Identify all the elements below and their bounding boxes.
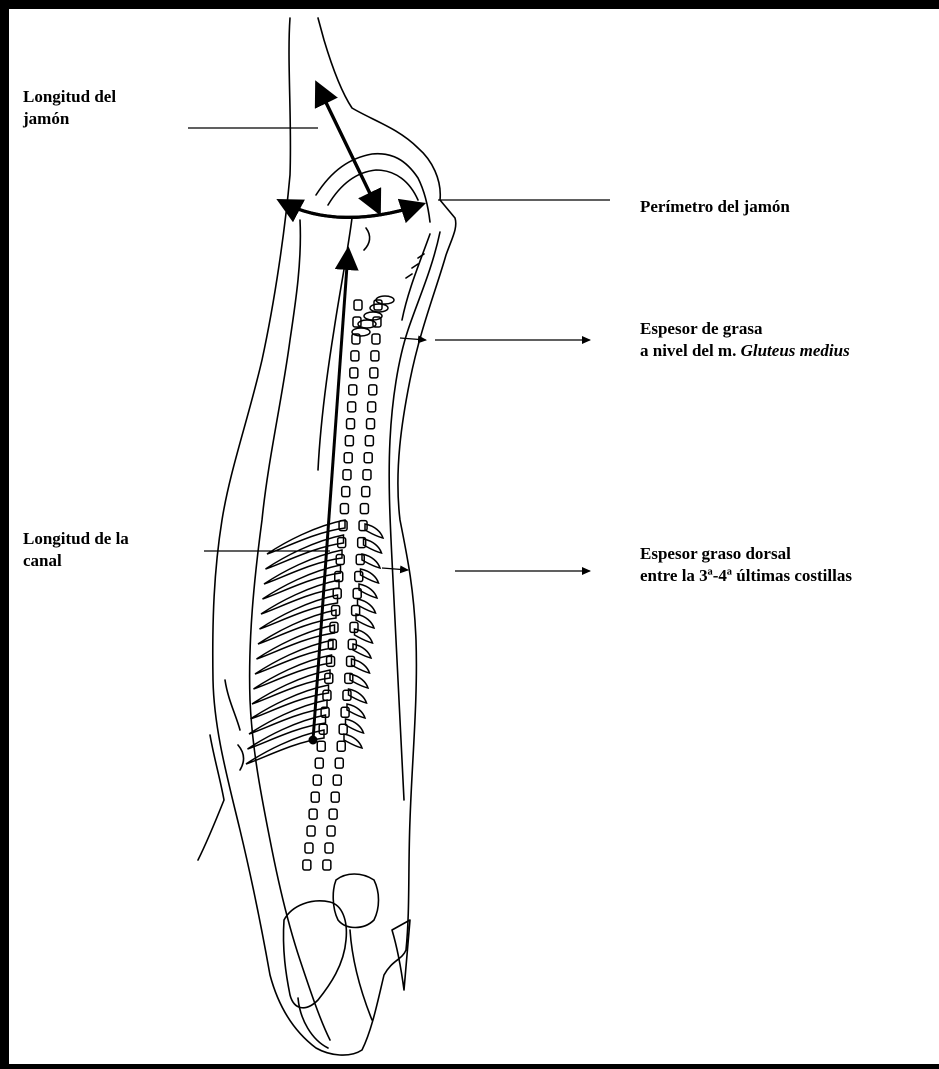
label-longitud-jamon-line1: Longitud del bbox=[23, 86, 116, 108]
vertebra bbox=[349, 385, 357, 395]
vertebra bbox=[348, 402, 356, 412]
vertebra bbox=[325, 843, 333, 853]
label-longitud-canal-line1: Longitud de la bbox=[23, 528, 129, 550]
vertebra bbox=[347, 656, 355, 666]
vertebra bbox=[345, 436, 353, 446]
label-dorsal-line2: entre la 3ª-4ª últimas costillas bbox=[640, 565, 852, 587]
vertebra bbox=[363, 470, 371, 480]
vertebra bbox=[337, 741, 345, 751]
vertebra bbox=[347, 419, 355, 429]
vertebra bbox=[305, 843, 313, 853]
vertebra bbox=[365, 436, 373, 446]
gluteus-fat-marker bbox=[400, 338, 426, 340]
vertebra bbox=[344, 453, 352, 463]
vertebra bbox=[367, 419, 375, 429]
vertebra bbox=[368, 402, 376, 412]
vertebra bbox=[317, 741, 325, 751]
vertebra bbox=[359, 521, 367, 531]
vertebra bbox=[327, 656, 335, 666]
vertebra bbox=[303, 860, 311, 870]
vertebra bbox=[340, 504, 348, 514]
vertebra bbox=[354, 300, 362, 310]
vertebra bbox=[309, 809, 317, 819]
vertebra bbox=[311, 792, 319, 802]
label-gluteus-prefix: a nivel del m. bbox=[640, 341, 741, 360]
vertebra bbox=[323, 690, 331, 700]
vertebra bbox=[343, 470, 351, 480]
sacral-segment bbox=[352, 328, 370, 336]
hind-leg bbox=[198, 735, 224, 860]
vertebra bbox=[319, 724, 327, 734]
dorsal-fat-marker bbox=[382, 568, 408, 570]
vertebra bbox=[331, 792, 339, 802]
label-perimetro-jamon-text: Perímetro del jamón bbox=[640, 196, 790, 218]
label-espesor-dorsal: Espesor graso dorsal entre la 3ª-4ª últi… bbox=[640, 543, 852, 587]
vertebra bbox=[355, 572, 363, 582]
vertebra bbox=[360, 504, 368, 514]
vertebra bbox=[370, 368, 378, 378]
label-longitud-canal-line2: canal bbox=[23, 550, 129, 572]
vertebra bbox=[333, 775, 341, 785]
label-espesor-grasa-gluteus: Espesor de grasa a nivel del m. Gluteus … bbox=[640, 318, 850, 362]
vertebra bbox=[372, 334, 380, 344]
vertebra bbox=[323, 860, 331, 870]
spine-and-ribs bbox=[246, 296, 394, 870]
vertebra bbox=[329, 809, 337, 819]
label-longitud-jamon: Longitud del jamón bbox=[23, 86, 116, 130]
vertebra bbox=[341, 707, 349, 717]
vertebra bbox=[371, 351, 379, 361]
vertebra bbox=[313, 775, 321, 785]
vertebra bbox=[369, 385, 377, 395]
label-gluteus-line1: Espesor de grasa bbox=[640, 318, 850, 340]
rib-right bbox=[346, 719, 364, 733]
vertebra bbox=[350, 368, 358, 378]
label-gluteus-line2: a nivel del m. Gluteus medius bbox=[640, 340, 850, 362]
vertebra bbox=[351, 351, 359, 361]
rib-right bbox=[344, 734, 362, 748]
vertebra bbox=[336, 555, 344, 565]
label-longitud-canal: Longitud de la canal bbox=[23, 528, 129, 572]
label-longitud-jamon-line2: jamón bbox=[23, 108, 116, 130]
vertebra bbox=[327, 826, 335, 836]
sacral-segment bbox=[370, 304, 388, 312]
vertebra bbox=[307, 826, 315, 836]
label-perimetro-jamon: Perímetro del jamón bbox=[640, 196, 790, 218]
vertebra bbox=[315, 758, 323, 768]
label-gluteus-italic: Gluteus medius bbox=[741, 341, 850, 360]
vertebra bbox=[362, 487, 370, 497]
vertebra bbox=[335, 758, 343, 768]
vertebra bbox=[364, 453, 372, 463]
label-dorsal-line1: Espesor graso dorsal bbox=[640, 543, 852, 565]
vertebra bbox=[342, 487, 350, 497]
vertebra bbox=[356, 555, 364, 565]
